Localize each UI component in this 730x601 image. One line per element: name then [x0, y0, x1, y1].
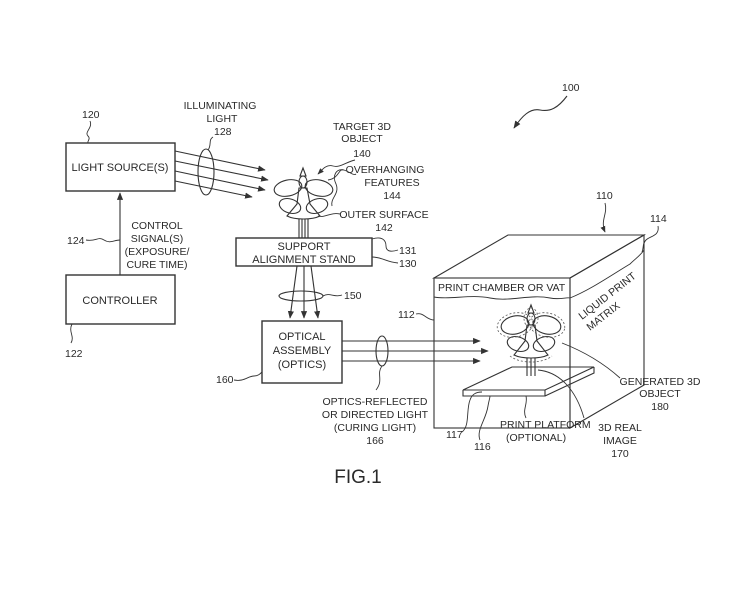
leader-arrow-icon	[513, 95, 568, 129]
svg-text:150: 150	[344, 290, 362, 302]
svg-text:ASSEMBLY: ASSEMBLY	[273, 345, 332, 357]
print-chamber-ref: 112	[398, 309, 415, 321]
leader-line	[415, 313, 435, 321]
controller-block: CONTROLLER 122	[65, 274, 176, 360]
print-chamber-label: PRINT CHAMBER OR VAT	[438, 282, 566, 294]
support-stand-ref: 130	[399, 258, 417, 270]
figure-caption: FIG.1	[334, 467, 382, 488]
svg-text:144: 144	[383, 190, 401, 202]
optical-assembly-box	[261, 320, 343, 384]
leader-line	[85, 238, 121, 243]
svg-text:FEATURES: FEATURES	[364, 177, 419, 189]
controller-box	[65, 274, 176, 325]
svg-text:128: 128	[214, 126, 232, 138]
leader-line	[317, 213, 341, 217]
svg-text:ILLUMINATING: ILLUMINATING	[184, 100, 257, 112]
leader-line	[478, 395, 491, 441]
svg-text:OR DIRECTED LIGHT: OR DIRECTED LIGHT	[322, 409, 429, 421]
liquid-surface-line	[433, 249, 645, 300]
svg-text:PRINT PLATFORM: PRINT PLATFORM	[500, 419, 591, 431]
curing-light-rays: OPTICS-REFLECTED OR DIRECTED LIGHT (CURI…	[322, 335, 489, 447]
svg-text:140: 140	[353, 148, 371, 160]
svg-text:170: 170	[611, 448, 629, 460]
svg-text:OUTER SURFACE: OUTER SURFACE	[339, 209, 428, 221]
leader-arrow-icon	[600, 202, 607, 233]
system-ref-100: 100	[513, 82, 580, 129]
assembly-ref: 110	[596, 190, 613, 202]
illuminating-light-rays: ILLUMINATING LIGHT 128	[174, 100, 269, 199]
svg-text:LIGHT: LIGHT	[207, 113, 239, 125]
svg-text:OBJECT: OBJECT	[639, 388, 681, 400]
bundle-ellipse	[278, 290, 324, 302]
svg-text:GENERATED 3D: GENERATED 3D	[620, 376, 701, 388]
platform-ref: 116	[474, 441, 491, 453]
leader-line	[331, 169, 345, 207]
leader-line	[375, 365, 383, 391]
support-stand-box	[235, 237, 373, 267]
optical-assembly-block: OPTICAL ASSEMBLY (OPTICS) 160	[216, 320, 343, 386]
leader-line	[537, 369, 585, 419]
light-bundle-ellipse	[197, 148, 215, 196]
light-source-ref: 120	[82, 109, 100, 121]
leader-line	[641, 225, 659, 253]
target-3d-object-figure	[273, 166, 334, 238]
svg-text:SIGNAL(S): SIGNAL(S)	[131, 233, 184, 245]
svg-text:100: 100	[562, 82, 580, 94]
controller-label: CONTROLLER	[82, 295, 157, 307]
svg-text:CONTROL: CONTROL	[131, 220, 182, 232]
leader-line	[371, 256, 399, 264]
svg-text:(EXPOSURE/: (EXPOSURE/	[125, 246, 190, 258]
svg-text:OPTICS-REFLECTED: OPTICS-REFLECTED	[322, 396, 427, 408]
leader-line	[207, 136, 214, 151]
leader-line	[322, 294, 343, 297]
support-top-ref: 131	[399, 245, 417, 257]
optics-ref: 160	[216, 374, 234, 386]
svg-text:(OPTICS): (OPTICS)	[278, 359, 326, 371]
platform-edge-ref: 117	[446, 429, 463, 441]
svg-text:OVERHANGING: OVERHANGING	[346, 164, 425, 176]
generated-object-label: GENERATED 3D OBJECT 180	[561, 342, 701, 413]
leader-line	[233, 371, 263, 381]
leader-line	[561, 342, 621, 379]
target-object-label: TARGET 3D OBJECT 140	[317, 121, 391, 175]
light-source-box	[65, 142, 176, 192]
svg-text:180: 180	[651, 401, 669, 413]
svg-text:(CURING LIGHT): (CURING LIGHT)	[334, 422, 416, 434]
svg-text:CURE TIME): CURE TIME)	[126, 259, 187, 271]
outer-surface-label: OUTER SURFACE 142	[317, 209, 429, 234]
light-source-block: LIGHT SOURCE(S) 120	[65, 109, 176, 192]
leader-line	[86, 120, 92, 144]
overhanging-features-label: OVERHANGING FEATURES 144	[327, 164, 425, 207]
svg-text:142: 142	[375, 222, 393, 234]
print-platform: PRINT PLATFORM (OPTIONAL) 117 116	[446, 366, 595, 453]
support-stand-block: SUPPORT ALIGNMENT STAND 131 130	[235, 237, 417, 270]
svg-text:SUPPORT: SUPPORT	[278, 241, 331, 253]
control-signal: CONTROL SIGNAL(S) (EXPOSURE/ CURE TIME) …	[67, 192, 190, 275]
svg-text:TARGET 3D: TARGET 3D	[333, 121, 391, 133]
svg-text:OBJECT: OBJECT	[341, 133, 383, 145]
svg-text:ALIGNMENT STAND: ALIGNMENT STAND	[252, 254, 356, 266]
light-source-label: LIGHT SOURCE(S)	[72, 162, 169, 174]
svg-text:OPTICAL: OPTICAL	[278, 331, 325, 343]
svg-text:IMAGE: IMAGE	[603, 435, 637, 447]
leader-line	[461, 391, 483, 433]
leader-line	[524, 395, 527, 419]
svg-text:124: 124	[67, 235, 85, 247]
leader-arrow-icon	[317, 159, 356, 175]
svg-text:166: 166	[366, 435, 384, 447]
svg-text:(OPTIONAL): (OPTIONAL)	[506, 432, 566, 444]
controller-ref: 122	[65, 348, 83, 360]
svg-text:3D REAL: 3D REAL	[598, 422, 642, 434]
leader-line	[70, 323, 73, 344]
generated-3d-object-figure	[496, 303, 566, 376]
leader-line	[371, 237, 399, 252]
liquid-matrix-ref: 114	[650, 213, 667, 225]
real-image-label: 3D REAL IMAGE 170	[537, 369, 642, 460]
reflected-light-bundle: 150	[278, 265, 362, 319]
